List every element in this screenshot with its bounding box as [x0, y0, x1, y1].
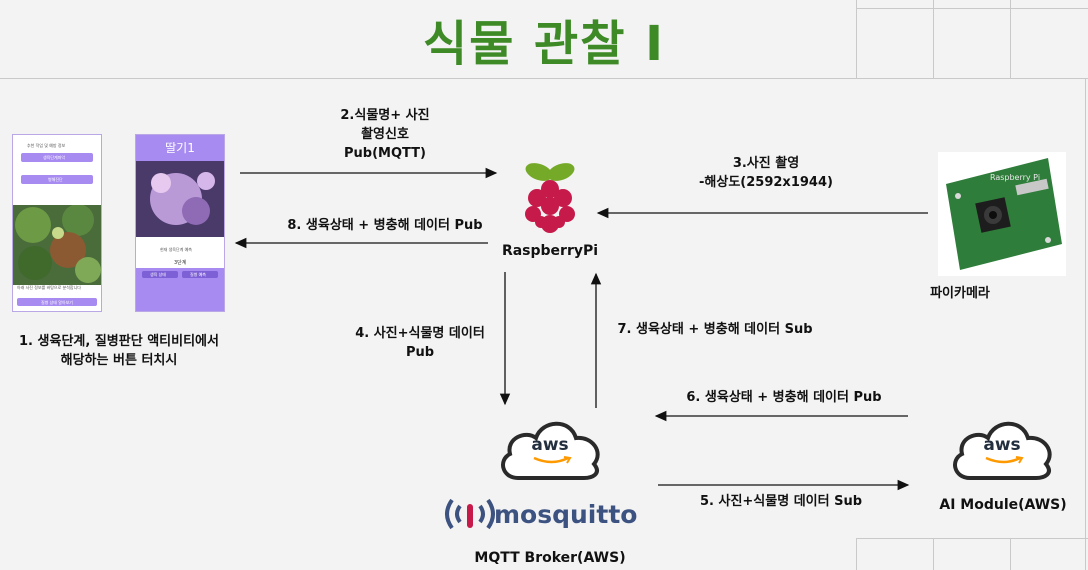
step4-line2: Pub	[405, 345, 435, 360]
aws-cloud-icon	[953, 421, 1052, 480]
broker-label: MQTT Broker(AWS)	[474, 550, 626, 566]
mosquitto-icon	[445, 498, 495, 530]
step4-line1: 4. 사진+식물명 데이터	[355, 326, 485, 341]
mosquitto-label: mosquitto	[494, 500, 638, 529]
check-disease-button-label: 질병 상태 알아보기	[41, 300, 73, 305]
grid-line	[933, 538, 934, 570]
grid-line	[856, 0, 857, 78]
status-title: 현재 생육단계 예측	[160, 247, 192, 252]
grid-line	[856, 538, 1088, 539]
page-title: 식물 관찰 Ⅰ	[423, 16, 665, 72]
aws-cloud-icon	[501, 421, 600, 480]
step2-line3: Pub(MQTT)	[344, 146, 426, 161]
aws-logo-text: aws	[531, 435, 569, 455]
disease-diagnosis-button[interactable]	[21, 175, 93, 184]
grid-line	[856, 538, 857, 570]
ai-module-label: AI Module(AWS)	[939, 497, 1067, 513]
grid-line	[1010, 538, 1011, 570]
step3-line2: -해상도(2592x1944)	[699, 175, 833, 190]
status-value: 3단계	[174, 260, 187, 266]
phone-info-text: 추천 작업 및 예방 정보	[27, 143, 66, 148]
step8-label: 8. 생육상태 + 병충해 데이터 Pub	[287, 218, 483, 233]
step1-label: 1. 생육단계, 질병판단 액티비티에서 해당하는 버튼 터치시	[0, 332, 238, 370]
step5-label: 5. 사진+식물명 데이터 Sub	[699, 494, 863, 509]
right-border	[1085, 78, 1086, 570]
grid-line	[933, 0, 934, 78]
disease-prediction-button[interactable]	[182, 271, 218, 278]
raspberry-pi-logo	[525, 163, 575, 233]
step2-line1: 2.식물명+ 사진	[340, 108, 430, 123]
strawberry-photo	[136, 161, 224, 237]
growth-stage-button[interactable]	[21, 153, 93, 162]
check-disease-button[interactable]	[17, 298, 97, 306]
disease-prediction-button-label: 질병 예측	[190, 272, 206, 277]
step6-label: 6. 생육상태 + 병충해 데이터 Pub	[686, 390, 882, 405]
phone-screen-result: 딸기1 현재 생육단계 예측 3단계 생육 상태 질병 예측	[135, 134, 225, 312]
phone-header: 딸기1	[136, 135, 224, 161]
step1-line1: 1. 생육단계, 질병판단 액티비티에서	[19, 334, 219, 349]
aws-smile-icon	[985, 456, 1024, 464]
phone-screen-growth: 추천 작업 및 예방 정보 생육단계파악 병해진단 아래 사진 정보를 바탕으로…	[12, 134, 102, 312]
step4-label: 4. 사진+식물명 데이터 Pub	[330, 324, 510, 362]
step2-line2: 촬영신호	[361, 127, 409, 142]
aws-smile-icon	[533, 456, 572, 464]
grid-line	[1010, 0, 1011, 78]
raspberry-pi-label: RaspberryPi	[501, 243, 599, 259]
step3-line1: 3.사진 촬영	[732, 156, 800, 171]
phone-bottom-text: 아래 사진 정보를 바탕으로 분석합니다	[17, 285, 81, 290]
picamera-board-text: Raspberry Pi	[989, 173, 1041, 182]
header-divider	[0, 78, 1088, 79]
step2-label: 2.식물명+ 사진 촬영신호 Pub(MQTT)	[310, 106, 460, 163]
grid-line	[856, 8, 1088, 9]
growth-stage-button-label: 생육단계파악	[43, 155, 66, 160]
aws-logo-text: aws	[983, 435, 1021, 455]
step3-label: 3.사진 촬영 -해상도(2592x1944)	[676, 154, 856, 192]
picamera-image	[938, 152, 1066, 276]
plant-photo	[13, 205, 101, 285]
step7-label: 7. 생육상태 + 병충해 데이터 Sub	[617, 322, 813, 337]
picamera-label: 파이카메라	[930, 286, 990, 301]
growth-status-button[interactable]	[142, 271, 178, 278]
disease-diagnosis-button-label: 병해진단	[48, 177, 63, 182]
growth-status-button-label: 생육 상태	[150, 272, 166, 277]
step1-line2: 해당하는 버튼 터치시	[60, 353, 178, 368]
